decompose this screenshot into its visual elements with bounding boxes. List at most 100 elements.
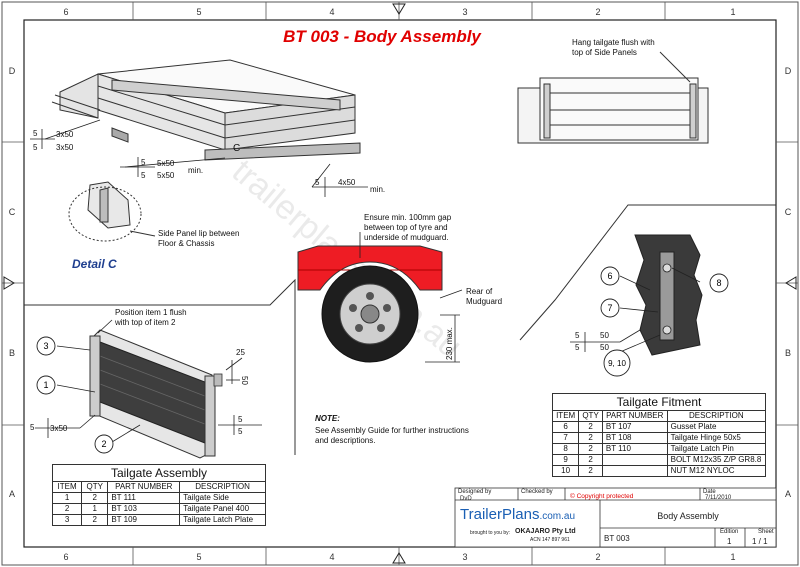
edition-label: Edition	[720, 529, 739, 535]
sheet-label: Sheet	[758, 529, 774, 535]
side-panel-lip-note: Side Panel lip between Floor & Chassis	[158, 229, 240, 248]
grid-right-c: C	[785, 207, 792, 217]
designed-by-label: Designed by	[458, 489, 492, 495]
hinge-plate	[659, 251, 675, 341]
grid-top-3: 3	[462, 7, 467, 17]
svg-text:5: 5	[30, 423, 35, 432]
date-value: 7/11/2010	[705, 495, 732, 501]
svg-text:5: 5	[238, 427, 243, 436]
svg-text:3x50: 3x50	[56, 130, 74, 139]
tailgate-assembly-title: Tailgate Assembly	[52, 464, 266, 481]
balloon-6: 6	[607, 271, 612, 281]
note-title: NOTE:	[315, 414, 340, 423]
grid-left-d: D	[9, 66, 16, 76]
checked-by-label: Checked by	[521, 489, 553, 495]
logo-suffix: .com.au	[539, 511, 576, 522]
grid-top-5: 5	[196, 7, 201, 17]
inner-border	[23, 19, 777, 548]
rear-tailgate-view	[517, 51, 709, 144]
logo-main: TrailerPlans	[460, 506, 540, 523]
balloon-2: 2	[101, 439, 106, 449]
svg-text:3x50: 3x50	[50, 424, 68, 433]
copyright-notice: © Copyright protected	[570, 493, 634, 500]
position-note: Position item 1 flush with top of item 2	[115, 308, 187, 327]
svg-text:min.: min.	[188, 166, 203, 175]
svg-text:50: 50	[600, 331, 609, 340]
svg-text:5: 5	[33, 129, 38, 138]
tailgate-fitment-title: Tailgate Fitment	[552, 393, 766, 410]
grid-bottom-4: 4	[329, 552, 334, 562]
brought-by-label: brought to you by:	[470, 530, 511, 536]
svg-text:5: 5	[315, 178, 320, 187]
fitment-weld-labels: 5 5 50 50	[575, 331, 609, 352]
grid-right-d: D	[785, 66, 792, 76]
tailgate-fitment-view	[570, 234, 703, 356]
edition-value: 1	[727, 537, 732, 546]
mudguard-wheel-view	[297, 232, 463, 363]
svg-text:4x50: 4x50	[338, 178, 356, 187]
grid-right-a: A	[785, 489, 791, 499]
sheet-value: 1 / 1	[752, 537, 768, 546]
svg-text:50: 50	[240, 376, 249, 385]
grid-top-1: 1	[730, 7, 735, 17]
grid-bottom-5: 5	[196, 552, 201, 562]
grid-bottom-1: 1	[730, 552, 735, 562]
svg-text:5x50: 5x50	[157, 159, 175, 168]
grid-right-b: B	[785, 348, 791, 358]
designed-by-value: DvD	[460, 496, 472, 502]
balloon-1: 1	[43, 380, 48, 390]
section-dividers	[24, 204, 776, 455]
grid-bottom-6: 6	[63, 552, 68, 562]
grid-left-b: B	[9, 348, 15, 358]
center-mark-left	[3, 276, 15, 290]
drawing-title-block: Body Assembly	[657, 511, 719, 521]
svg-text:5: 5	[141, 171, 146, 180]
trailerplans-logo: TrailerPlans.com.au	[460, 506, 575, 523]
tailgate-hang-note: Hang tailgate flush with top of Side Pan…	[572, 38, 655, 57]
note-body: See Assembly Guide for further instructi…	[315, 426, 469, 445]
company-acn: ACN 147 897 961	[530, 537, 570, 543]
tailgate-assembly-table: Tailgate Assembly ITEM QTY PART NUMBER D…	[51, 464, 266, 526]
tailgate-assembly-dims: 25 50 5 3x50 5 5	[30, 348, 249, 436]
weld-symbols-body	[30, 119, 368, 197]
svg-text:min.: min.	[370, 185, 385, 194]
drawing-title: BT 003 - Body Assembly	[283, 27, 482, 46]
grid-left-a: A	[9, 489, 15, 499]
grid-top-2: 2	[595, 7, 600, 17]
center-mark-top	[392, 3, 406, 15]
svg-text:25: 25	[236, 348, 245, 357]
trailer-body-view	[51, 59, 361, 161]
company-name: OKAJARO Pty Ltd	[515, 528, 576, 535]
detail-c-view	[68, 181, 156, 242]
balloons: 3 1 2 6 7 8 9, 10	[36, 266, 729, 454]
grid-left-c: C	[9, 207, 16, 217]
center-mark-bottom	[392, 552, 406, 564]
center-mark-right	[785, 276, 797, 290]
detail-c-marker: C	[233, 143, 240, 154]
svg-text:5: 5	[575, 343, 580, 352]
grid-top-4: 4	[329, 7, 334, 17]
weld-labels-body: 5 5 3x50 3x50 5 5 5x50 5x50 min. 5 4x50 …	[33, 129, 385, 194]
grid-labels: 6 5 4 3 2 1 6 5 4 3 2 1 D C B A D C B A	[9, 7, 792, 562]
dim-230-label: 230 max.	[445, 327, 454, 360]
balloon-8: 8	[716, 278, 721, 288]
balloon-3: 3	[43, 341, 48, 351]
svg-text:50: 50	[600, 343, 609, 352]
tailgate-assembly-view	[35, 319, 262, 459]
mudguard-gap-note: Ensure min. 100mm gap between top of tyr…	[364, 213, 452, 242]
grid-top-6: 6	[63, 7, 68, 17]
title-block-frame	[454, 487, 777, 548]
drawing-number: BT 003	[604, 534, 630, 543]
balloon-7: 7	[607, 303, 612, 313]
